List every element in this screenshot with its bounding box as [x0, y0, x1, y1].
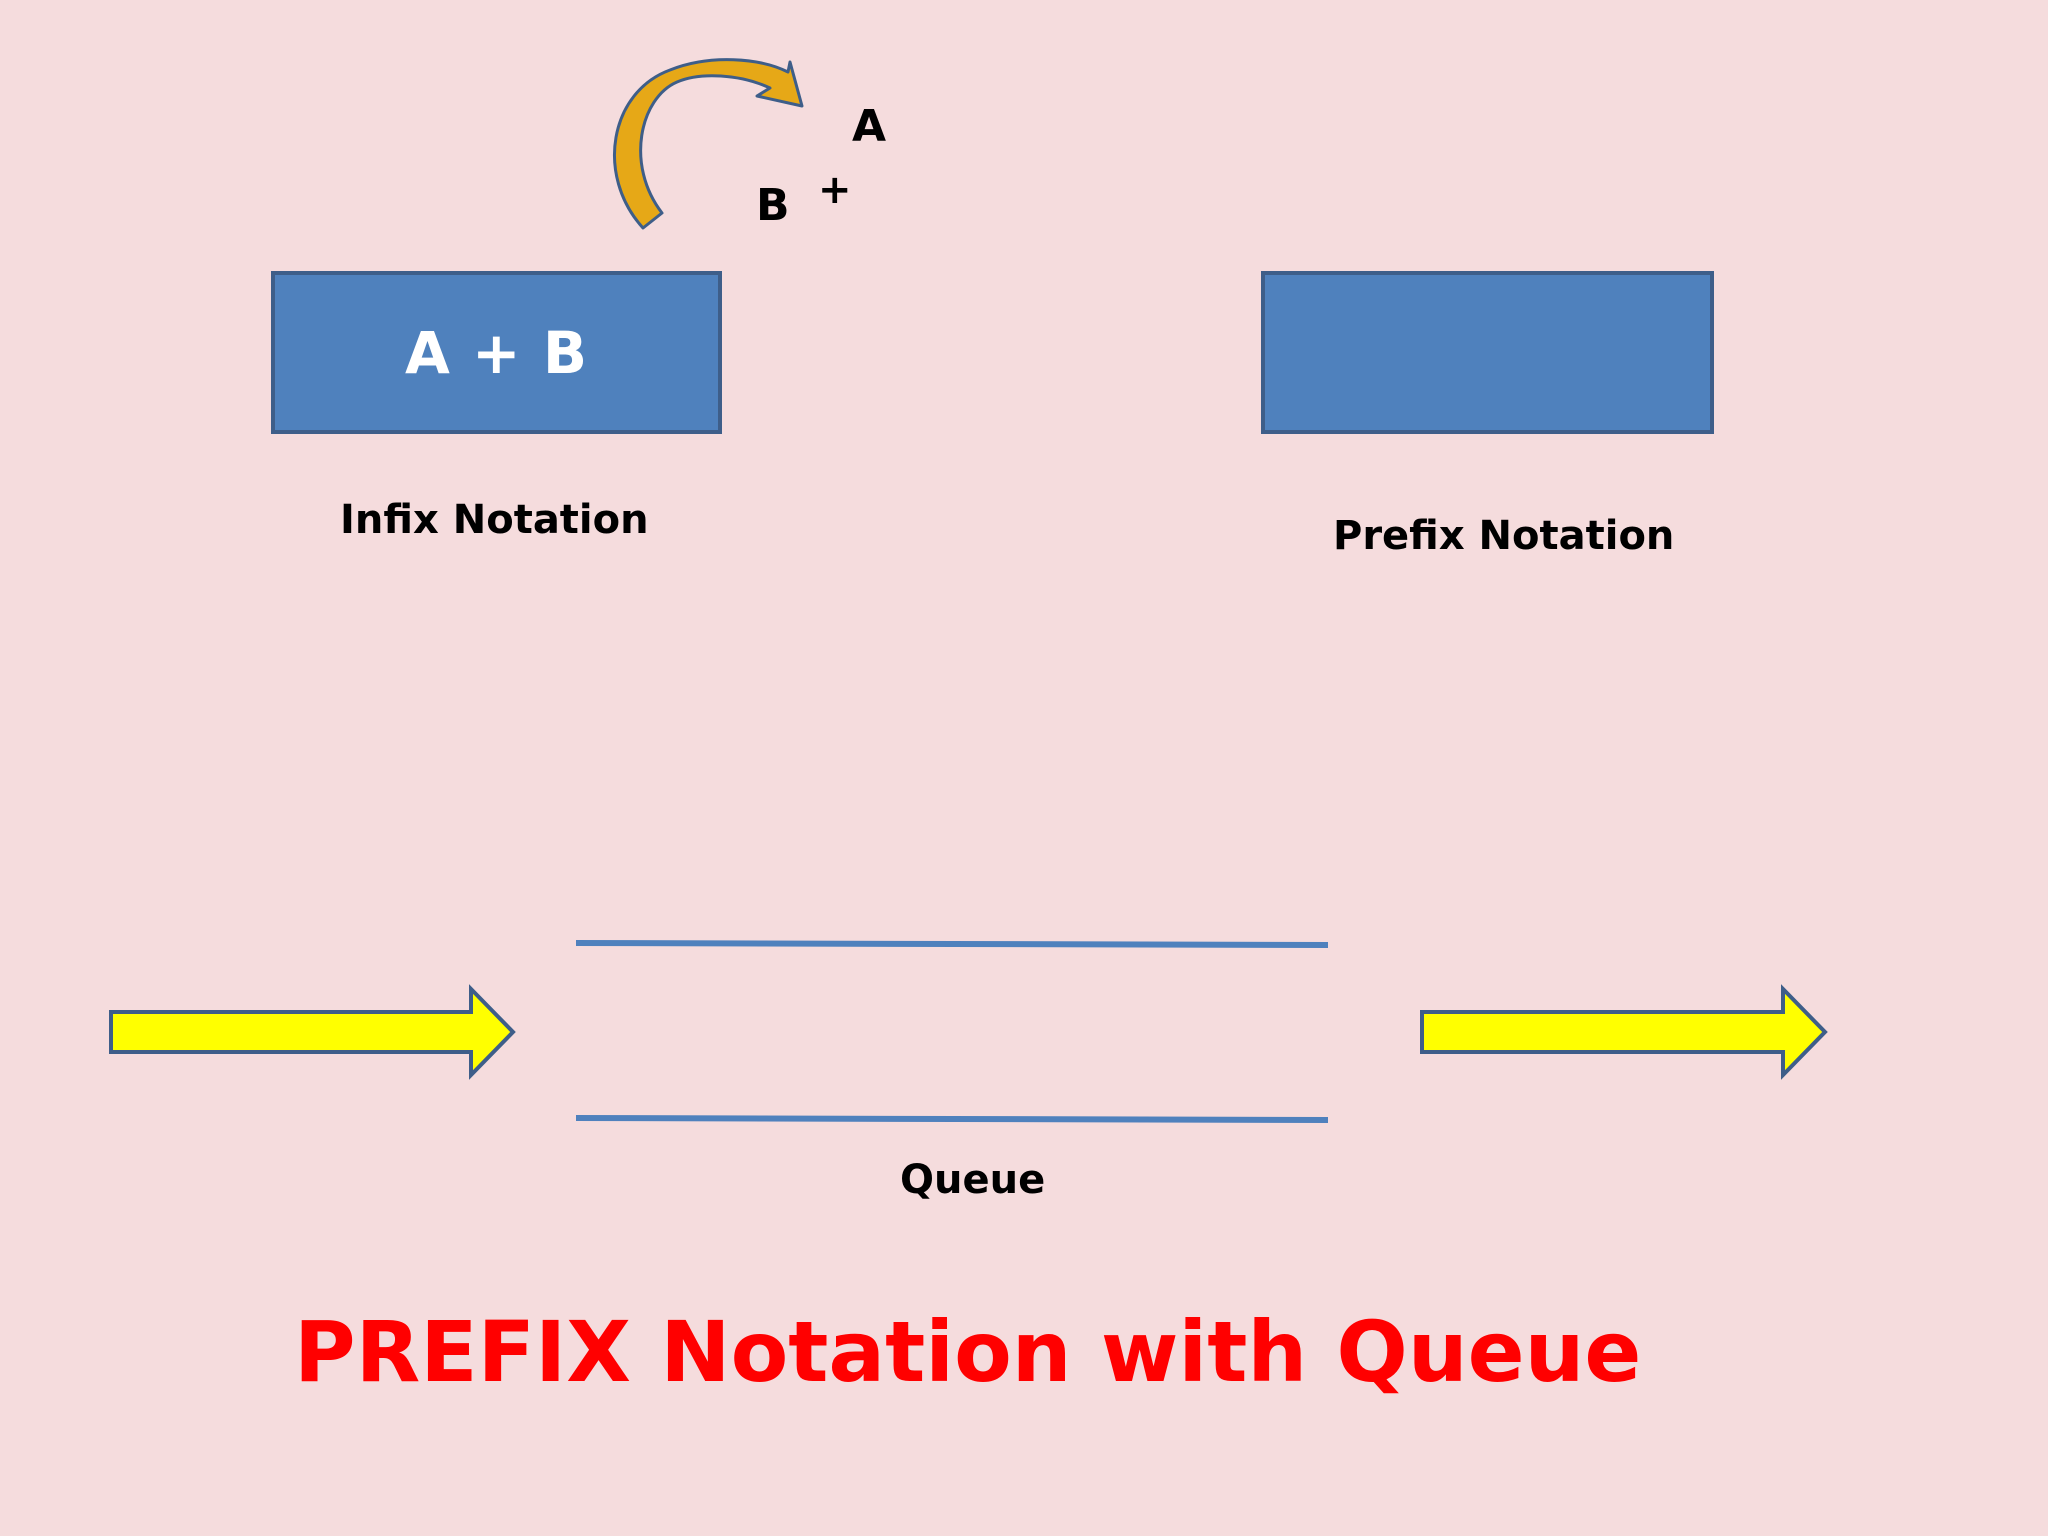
- output-arrow-icon: [1420, 984, 1828, 1080]
- queue-top-line: [575, 940, 1329, 948]
- prefix-box: [1261, 271, 1714, 434]
- token-operator: +: [818, 167, 852, 213]
- token-a: A: [852, 101, 887, 152]
- queue-bottom-line: [575, 1115, 1329, 1123]
- curved-arrow-icon: [612, 58, 804, 230]
- infix-expression: A + B: [404, 318, 589, 387]
- token-b: B: [756, 180, 790, 231]
- prefix-label: Prefix Notation: [1333, 513, 1675, 559]
- infix-box: A + B: [271, 271, 722, 434]
- queue-label: Queue: [900, 1157, 1046, 1203]
- input-arrow-icon: [109, 984, 516, 1080]
- slide-title: PREFIX Notation with Queue: [294, 1303, 1642, 1401]
- infix-label: Infix Notation: [340, 497, 649, 543]
